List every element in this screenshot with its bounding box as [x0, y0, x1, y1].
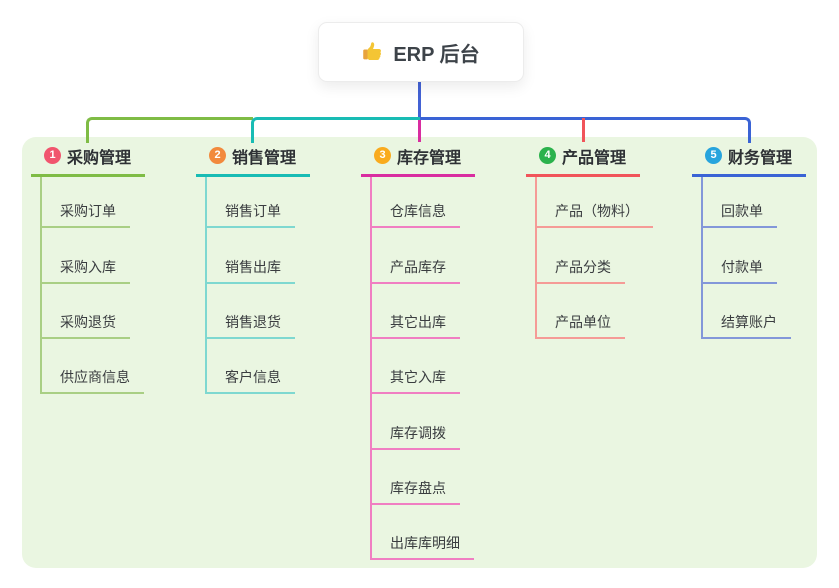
root-node-label: ERP 后台	[393, 43, 480, 66]
connector-branch-5	[420, 117, 751, 143]
branch-column-product: 4 产品管理 产品（物料） 产品分类 产品单位	[526, 137, 653, 339]
connector-branch-4	[582, 118, 585, 142]
child-node: 采购退货	[42, 284, 130, 339]
branch-number-badge: 4	[539, 147, 556, 164]
branch-label: 销售管理	[232, 149, 297, 167]
child-node: 销售订单	[207, 177, 295, 229]
child-node: 销售出库	[207, 228, 295, 284]
child-node: 库存调拨	[372, 394, 460, 450]
child-node: 结算账户	[703, 284, 791, 339]
root-node: ERP 后台	[318, 22, 524, 82]
child-node: 回款单	[703, 177, 777, 229]
branch-children: 仓库信息 产品库存 其它出库 其它入库 库存调拨 库存盘点 出库库明细	[370, 177, 474, 561]
child-node: 采购入库	[42, 228, 130, 284]
branch-header: 4 产品管理	[526, 137, 641, 177]
branch-column-sales: 2 销售管理 销售订单 销售出库 销售退货 客户信息	[196, 137, 311, 395]
child-node: 其它入库	[372, 339, 460, 395]
child-node: 产品分类	[537, 228, 625, 284]
branch-label: 财务管理	[728, 149, 793, 167]
connector-branch-2	[251, 117, 421, 143]
branch-number-badge: 1	[44, 147, 61, 164]
branch-header: 1 采购管理	[31, 137, 146, 177]
branch-number-badge: 2	[209, 147, 226, 164]
branch-header: 3 库存管理	[361, 137, 476, 177]
child-node: 其它出库	[372, 284, 460, 339]
branch-header: 2 销售管理	[196, 137, 311, 177]
thumbs-up-icon	[363, 42, 382, 60]
child-node: 库存盘点	[372, 450, 460, 505]
branch-children: 产品（物料） 产品分类 产品单位	[535, 177, 653, 339]
branch-column-finance: 5 财务管理 回款单 付款单 结算账户	[692, 137, 807, 339]
branch-label: 采购管理	[67, 149, 132, 167]
mindmap-canvas-panel	[22, 137, 817, 568]
child-node: 付款单	[703, 228, 777, 284]
branch-children: 销售订单 销售出库 销售退货 客户信息	[205, 177, 295, 395]
branch-label: 库存管理	[397, 149, 462, 167]
child-node: 产品库存	[372, 228, 460, 284]
child-node: 客户信息	[207, 339, 295, 395]
child-node: 采购订单	[42, 177, 130, 229]
child-node: 产品（物料）	[537, 177, 653, 229]
root-stem-connector	[418, 81, 421, 119]
branch-children: 回款单 付款单 结算账户	[701, 177, 791, 339]
child-node: 供应商信息	[42, 339, 144, 395]
branch-column-purchase: 1 采购管理 采购订单 采购入库 采购退货 供应商信息	[31, 137, 146, 395]
connector-branch-3	[418, 120, 421, 142]
branch-header: 5 财务管理	[692, 137, 807, 177]
branch-label: 产品管理	[562, 149, 627, 167]
child-node: 产品单位	[537, 284, 625, 339]
branch-number-badge: 5	[705, 147, 722, 164]
child-node: 仓库信息	[372, 177, 460, 229]
connector-branch-1	[86, 117, 253, 143]
branch-children: 采购订单 采购入库 采购退货 供应商信息	[40, 177, 144, 395]
child-node: 销售退货	[207, 284, 295, 339]
branch-column-inventory: 3 库存管理 仓库信息 产品库存 其它出库 其它入库 库存调拨 库存盘点 出库库…	[361, 137, 476, 561]
child-node: 出库库明细	[372, 505, 474, 561]
branch-number-badge: 3	[374, 147, 391, 164]
